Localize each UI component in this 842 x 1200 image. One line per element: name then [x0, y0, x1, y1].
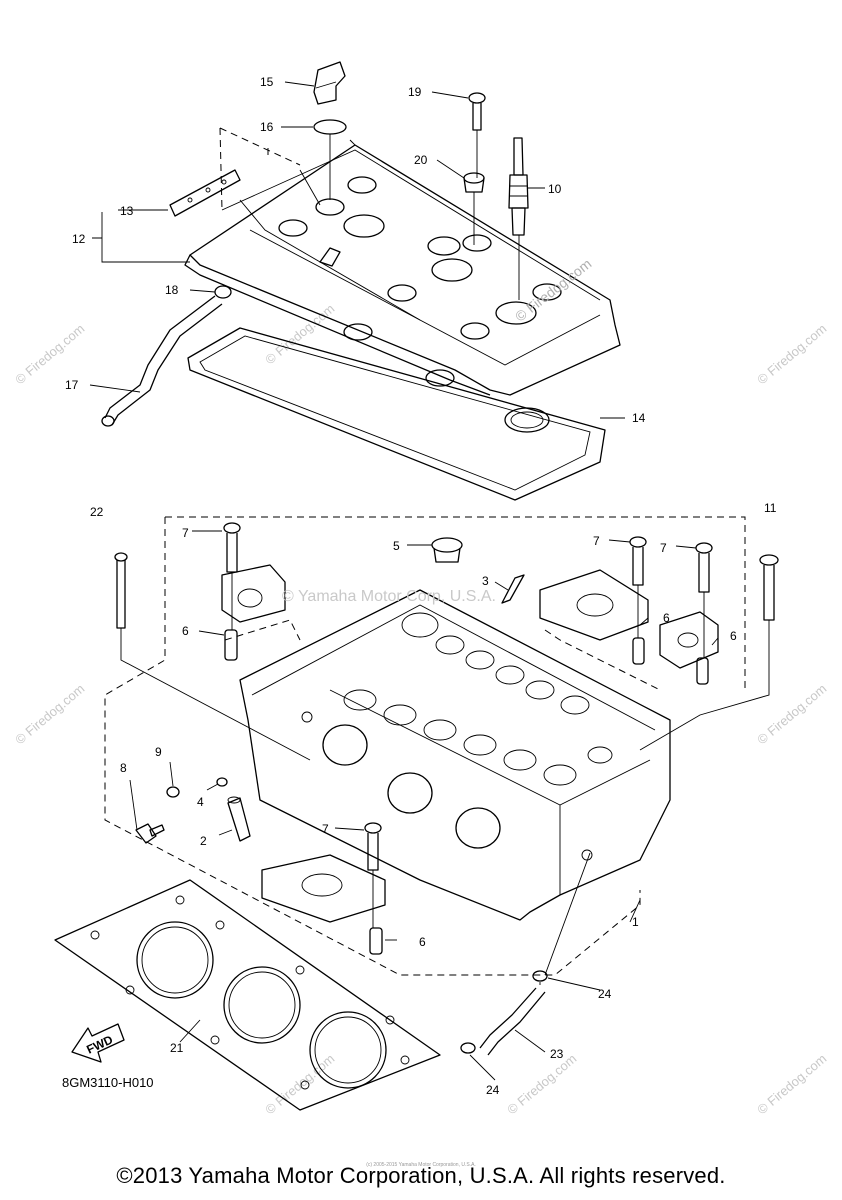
group-box-head: [104, 516, 746, 976]
oil-filler-cap-15: [313, 61, 346, 105]
pipe-2: [227, 796, 251, 842]
fwd-arrow: FWD: [71, 1023, 125, 1063]
callout-7: 7: [593, 534, 600, 548]
callout-6: 6: [182, 624, 189, 638]
bolt-7: [223, 522, 241, 573]
pin-4: [216, 777, 228, 787]
callout-5: 5: [393, 539, 400, 553]
callout-16: 16: [260, 120, 274, 134]
fwd-label: FWD: [84, 1032, 115, 1056]
valve-cover-12: [184, 144, 621, 396]
callout-24: 24: [486, 1083, 500, 1097]
dowel-6: [696, 657, 709, 685]
tiny-copyright: (c) 2005-2015 Yamaha Motor Corporation, …: [366, 1162, 476, 1168]
callout-9: 9: [155, 745, 162, 759]
cam-cap-right-2: [659, 611, 719, 669]
callout-23: 23: [550, 1047, 564, 1061]
copyright-notice: ©2013 Yamaha Motor Corporation, U.S.A. A…: [116, 1163, 726, 1188]
callout-7: 7: [322, 822, 329, 836]
callout-13: 13: [120, 204, 134, 218]
callout-22: 22: [90, 505, 104, 519]
gasket-14: [187, 327, 606, 501]
group-box-cover: [219, 127, 356, 211]
cam-cap-right-1: [539, 569, 649, 641]
guide-3: [501, 574, 525, 604]
callout-7: 7: [660, 541, 667, 555]
dowel-6: [369, 927, 383, 955]
grommet-20: [463, 172, 485, 193]
callout-6: 6: [663, 611, 670, 625]
plug-5: [431, 537, 463, 563]
callout-7: 7: [182, 526, 189, 540]
callout-2: 2: [200, 834, 207, 848]
o-ring-16: [313, 119, 347, 135]
bolt-11: [759, 554, 779, 621]
callout-3: 3: [482, 574, 489, 588]
clamp-24: [532, 970, 548, 982]
callout-6: 6: [419, 935, 426, 949]
callout-12: 12: [72, 232, 86, 246]
callout-20: 20: [414, 153, 428, 167]
diagram-code: 8GM3110-H010: [62, 1075, 154, 1090]
hose-23: [479, 987, 546, 1056]
callout-17: 17: [65, 378, 79, 392]
head-gasket-21: [54, 879, 441, 1111]
cam-cap-left: [221, 564, 286, 623]
watermark-firedog: © Firedog.com: [12, 681, 87, 747]
callout-10: 10: [548, 182, 562, 196]
watermark-firedog: © Firedog.com: [754, 1051, 829, 1117]
plate-13: [169, 169, 241, 217]
watermark-firedog: © Firedog.com: [754, 321, 829, 387]
dowel-6: [632, 637, 645, 665]
hose-17: [101, 295, 223, 427]
cylinder-head-1: [239, 589, 671, 921]
watermark-firedog: © Firedog.com: [504, 1051, 579, 1117]
bolt-8: [135, 823, 165, 844]
clamp-24: [460, 1042, 476, 1054]
callout-labels: 1 2 3 4 5 6 6 6 6 7 7 7 7 8 9 10 11 12 1…: [65, 75, 777, 1097]
callout-24: 24: [598, 987, 612, 1001]
spark-plug-10: [508, 137, 529, 236]
bolt-7: [364, 822, 382, 871]
watermark-firedog: © Firedog.com: [262, 301, 337, 367]
callout-18: 18: [165, 283, 179, 297]
bolt-7: [629, 536, 647, 586]
bolt-7: [695, 542, 713, 593]
callout-11: 11: [764, 501, 777, 515]
washer-9: [166, 786, 180, 798]
callout-1: 1: [632, 915, 639, 929]
leader-lines: [89, 81, 770, 1081]
clamp-18: [214, 285, 232, 299]
callout-19: 19: [408, 85, 422, 99]
bolt-19: [468, 92, 486, 131]
callout-4: 4: [197, 795, 204, 809]
group-box-inner: [224, 619, 661, 691]
callout-14: 14: [632, 411, 646, 425]
watermark-firedog: © Firedog.com: [754, 681, 829, 747]
stud-22: [114, 552, 128, 629]
cam-cap-lower: [261, 854, 386, 923]
callout-21: 21: [170, 1041, 184, 1055]
watermark-yamaha: © Yamaha Motor Corp, U.S.A.: [282, 588, 496, 605]
watermark-firedog: © Firedog.com: [262, 1051, 337, 1117]
callout-6: 6: [730, 629, 737, 643]
callout-8: 8: [120, 761, 127, 775]
dowel-6: [224, 629, 238, 661]
callout-15: 15: [260, 75, 274, 89]
